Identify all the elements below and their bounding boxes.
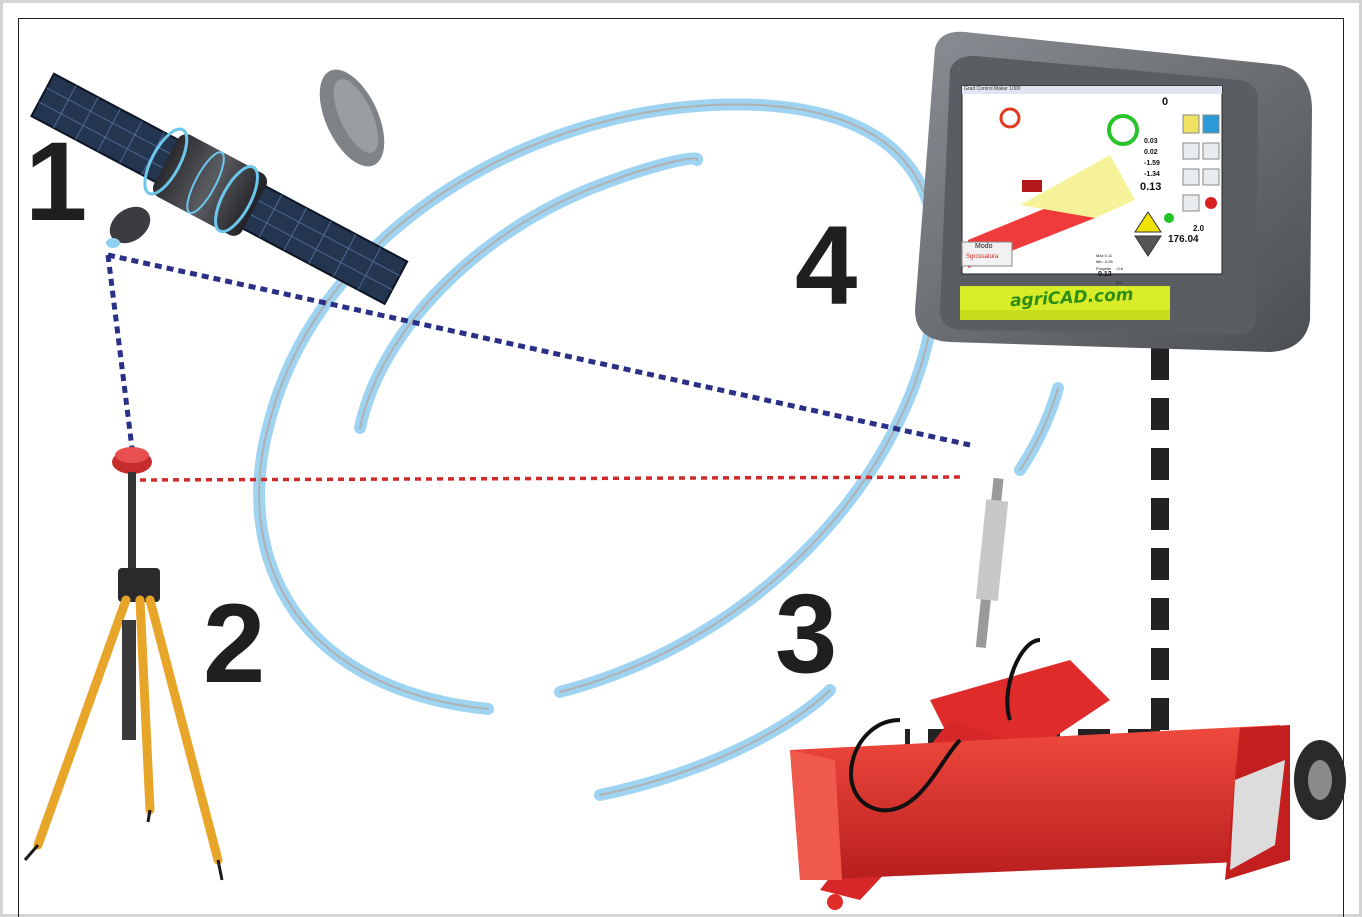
radio-wave-inner (354, 152, 704, 434)
monitor-small-label-2: Progetto (1096, 266, 1112, 271)
monitor-readout-0: 0 (1162, 96, 1169, 108)
monitor-readout-7: 176.04 (1168, 234, 1199, 245)
step-number-1: 1 (25, 119, 88, 244)
monitor-readout-3: -1.59 (1144, 160, 1160, 167)
satellite-icon (30, 69, 409, 306)
monitor-small-label-4: 0.0 (1116, 280, 1122, 285)
monitor-small-label-3: -0.8 (1116, 266, 1123, 271)
step-number-2: 2 (203, 581, 266, 706)
monitor-readout-6: 2.0 (1193, 224, 1205, 233)
monitor-mode-label: Modo (975, 243, 993, 250)
monitor-readout-5: 0.13 (1140, 181, 1162, 193)
monitor-window-title: Grad Control Maker 1000 (964, 86, 1021, 92)
land-leveler-icon (790, 477, 1346, 910)
monitor-readout-4: -1.34 (1144, 171, 1160, 178)
inner-border (18, 18, 1344, 917)
monitor-readout-2: 0.02 (1144, 149, 1158, 156)
radio-wave-arcs (253, 98, 1064, 801)
monitor-small-label-1: Min -0.06 (1096, 259, 1113, 264)
control-monitor-icon (915, 31, 1312, 353)
gnss-base-station-icon (23, 447, 224, 881)
radio-wave-right (594, 382, 1064, 801)
base-to-leveler-line (139, 475, 966, 482)
monitor-small-label-0: Max 0.11 (1096, 253, 1113, 258)
satellite-to-base-line (105, 254, 135, 449)
monitor-readout-1: 0.03 (1144, 138, 1158, 145)
monitor-readout-8: 0.13 (1098, 271, 1112, 278)
satellite-link-lines (105, 252, 971, 449)
monitor-mode-value: Sgrossatura (966, 254, 999, 260)
step-number-4: 4 (795, 203, 858, 328)
step-number-3: 3 (775, 571, 838, 696)
radio-wave-outer (253, 98, 944, 715)
satellite-to-leveler-line (107, 252, 971, 448)
